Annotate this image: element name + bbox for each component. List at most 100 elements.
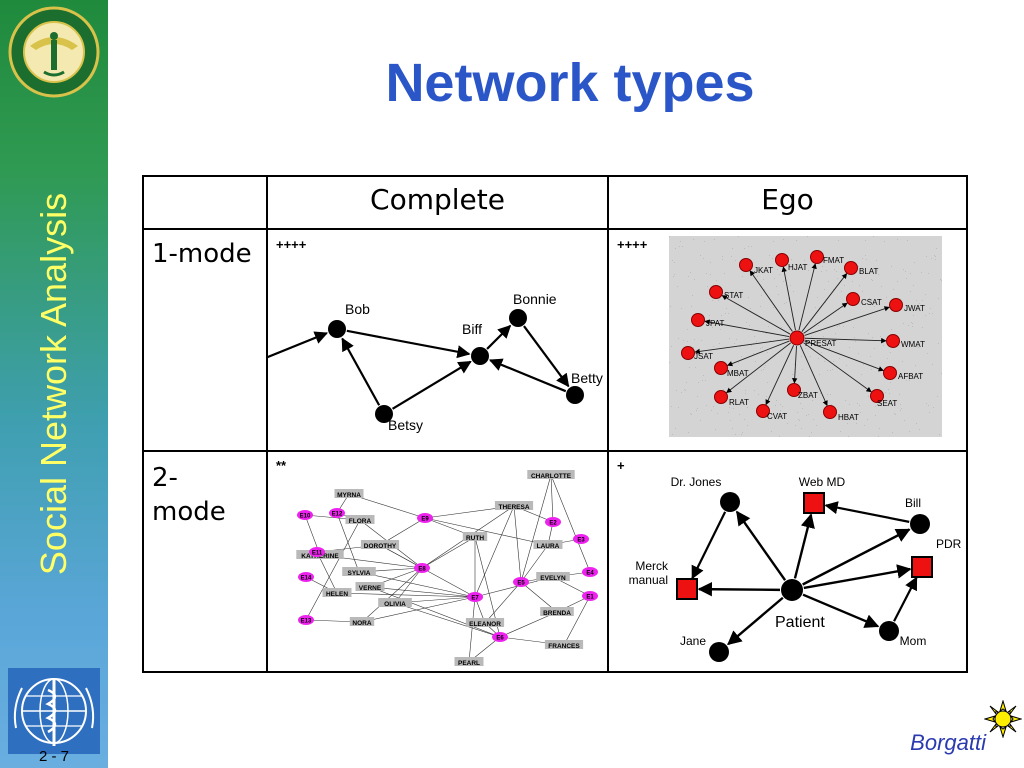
- person-node: [345, 515, 375, 524]
- bipartite-edge: [361, 567, 423, 623]
- alter-label: ZBAT: [798, 391, 818, 400]
- alter-node: [883, 366, 897, 380]
- ego-edge: [704, 319, 790, 338]
- edge-bill-bob: [268, 331, 329, 359]
- alter-label: JPAT: [706, 319, 724, 328]
- ego-edge: [721, 295, 791, 335]
- person-node: [540, 607, 574, 616]
- bipartite-edge: [474, 505, 515, 598]
- person-node: [533, 540, 563, 549]
- alter-label: JKAT: [754, 266, 773, 275]
- event-node: [545, 517, 561, 527]
- event-label: E14: [301, 576, 312, 582]
- person-label: FLORA: [349, 518, 372, 525]
- event-node: [513, 577, 529, 587]
- ego-label-patient: Patient: [775, 614, 825, 631]
- alter-label: Web MD: [799, 475, 846, 489]
- event-node: [492, 632, 508, 642]
- person-label: BRENDA: [543, 610, 571, 617]
- alter-tie: [893, 576, 918, 622]
- ego-edge: [803, 342, 872, 393]
- ego-edge: [765, 345, 795, 406]
- person-node: [544, 640, 584, 649]
- column-header-ego: Ego: [761, 183, 814, 216]
- bipartite-edge: [361, 596, 476, 623]
- node-bob: [328, 320, 346, 338]
- event-node: [414, 563, 430, 573]
- event-node: [298, 572, 314, 582]
- ego-label-presat: PRESAT: [805, 339, 837, 348]
- row-label-2-mode: 2- mode: [152, 463, 226, 527]
- sun-icon: [984, 700, 1022, 738]
- node-label-betty: Betty: [571, 370, 603, 386]
- alter-label: BLAT: [859, 267, 879, 276]
- ego2-edge: [727, 596, 784, 646]
- sidebar: Social Network Analysis 2 - 7: [0, 0, 108, 768]
- person-label: PEARL: [458, 660, 480, 667]
- footer-author: Borgatti: [910, 730, 986, 755]
- column-header-complete: Complete: [370, 183, 505, 216]
- event-label: E2: [549, 521, 557, 527]
- event-label: E3: [577, 538, 585, 544]
- person-node: [494, 501, 534, 510]
- event-label: E1: [586, 595, 594, 601]
- rating-ego-1mode: ++++: [617, 237, 648, 252]
- network-types-table: Complete Ego 1-mode 2- mode ++++ ++++ **…: [142, 175, 968, 673]
- event-node: [297, 510, 313, 520]
- alter-node: [787, 383, 801, 397]
- page-number: 2 - 7: [38, 748, 69, 765]
- ego-edge: [804, 340, 884, 372]
- event-label: E12: [332, 512, 343, 518]
- person-label: HELEN: [326, 591, 348, 598]
- ego-node-patient: [781, 579, 803, 601]
- event-node: [582, 567, 598, 577]
- rating-complete-2mode: **: [276, 458, 287, 473]
- alter-label: MBAT: [727, 369, 749, 378]
- person-node: [527, 470, 575, 479]
- person-node: [322, 588, 352, 597]
- ego2-edge: [802, 593, 880, 628]
- alter-node: [844, 261, 858, 275]
- node-label-bonnie: Bonnie: [513, 291, 557, 307]
- alter-label: AFBAT: [898, 372, 923, 381]
- alter-label: Jane: [680, 634, 706, 648]
- person-node: [720, 492, 740, 512]
- table-rule: [144, 228, 966, 230]
- edge-betsy-bob: [341, 337, 381, 406]
- ego-edge: [726, 342, 791, 394]
- person-node: [360, 540, 400, 549]
- alter-label: SEAT: [877, 399, 897, 408]
- event-node: [467, 592, 483, 602]
- ego2-edge: [803, 564, 912, 590]
- alter-label: Dr. Jones: [671, 475, 722, 489]
- table-rule: [144, 450, 966, 452]
- alter-label: PDR: [936, 537, 962, 551]
- event-label: E7: [471, 596, 479, 602]
- alter-label: HJAT: [788, 263, 808, 272]
- bipartite-edge: [550, 474, 554, 523]
- ego-edge: [749, 270, 793, 332]
- bipartite-edge: [468, 596, 476, 663]
- node-bonnie: [509, 309, 527, 327]
- person-label: ELEANOR: [469, 621, 501, 628]
- bipartite-edge: [336, 592, 476, 598]
- person-node: [334, 489, 364, 498]
- resource-node: [676, 578, 698, 600]
- person-node: [536, 572, 570, 581]
- doh-seal-icon: [8, 6, 100, 98]
- event-node: [582, 591, 598, 601]
- alter-node: [739, 258, 753, 272]
- bipartite-edge: [513, 505, 522, 583]
- alter-label: CSAT: [861, 298, 882, 307]
- ego-edge: [727, 340, 790, 367]
- alter-label: JWAT: [904, 304, 925, 313]
- alter-label: JSAT: [694, 352, 713, 361]
- alter-label: HBAT: [838, 413, 859, 422]
- ego-edge: [804, 306, 890, 336]
- ego2-edge: [802, 528, 911, 586]
- event-label: E6: [496, 636, 504, 642]
- ego-edge: [798, 263, 817, 331]
- person-node: [355, 582, 385, 591]
- ego2-edge: [735, 510, 787, 581]
